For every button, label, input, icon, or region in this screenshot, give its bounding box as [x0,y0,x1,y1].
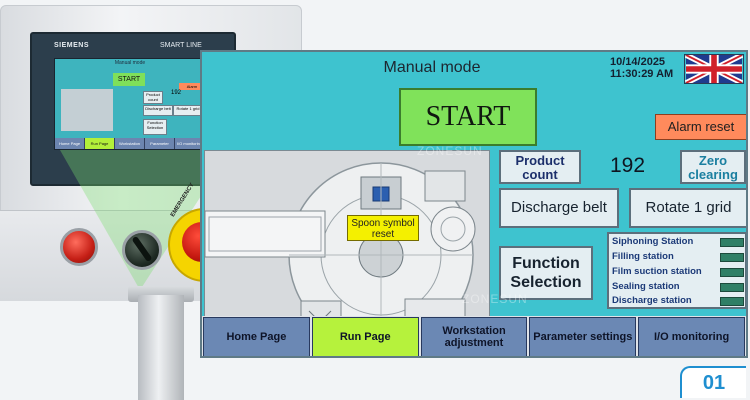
nav-workstation-adjustment[interactable]: Workstation adjustment [420,317,528,356]
alarm-reset-button[interactable]: Alarm reset [655,114,746,140]
station-status-panel: Siphoning Station Filling station Film s… [607,232,746,309]
nav-io-monitoring[interactable]: I/O monitoring [638,317,745,356]
mini-rotate-grid: Rotate 1 grid [173,105,203,116]
mounting-pole [138,295,184,400]
mini-nav-item: Parameter settings [145,138,175,149]
watermark: ZONESUN [462,292,528,306]
station-indicator [720,297,744,306]
time-display: 11:30:29 AM [610,68,674,80]
nav-run-page[interactable]: Run Page [311,317,419,356]
product-count-value: 192 [610,154,646,177]
screen-title: Manual mode [383,59,481,76]
selector-switch-knob [122,230,162,270]
station-row: Filling station [612,251,744,265]
mini-product-count: Product count [143,91,163,104]
mini-function-selection: Function Selection [143,119,167,135]
hmi-screen: Manual mode 10/14/2025 11:30:29 AM START… [200,50,748,358]
station-indicator [720,238,744,247]
rotate-grid-button[interactable]: Rotate 1 grid [629,188,746,228]
mini-machine-image [61,89,113,131]
mini-nav: Home Page Run Page Workstation adjustmen… [55,138,205,149]
bottom-nav: Home Page Run Page Workstation adjustmen… [202,316,746,356]
mini-nav-item: Workstation adjustment [115,138,145,149]
station-row: Discharge station [612,295,744,309]
mini-start-button: START [113,73,145,86]
station-row: Siphoning Station [612,236,744,250]
page-number-badge: 01 [680,366,746,398]
station-label: Filling station [612,251,674,262]
station-indicator [720,283,744,292]
mini-alarm-button: Alarm [179,83,205,90]
mini-count-value: 192 [170,90,181,96]
station-indicator [720,268,744,277]
mini-hmi-screen: Manual mode START Alarm Product count 19… [54,58,206,150]
watermark: ZONESUN [417,144,483,158]
mini-title: Manual mode [114,60,146,66]
nav-parameter-settings[interactable]: Parameter settings [529,317,637,356]
hmi-titlebar: Manual mode 10/14/2025 11:30:29 AM [202,52,746,84]
start-button[interactable]: START [399,88,537,146]
mini-discharge-belt: Discharge belt [143,105,173,116]
zero-clearing-button[interactable]: Zero clearing [680,150,746,184]
mini-nav-item: Home Page [55,138,85,149]
station-row: Sealing station [612,281,744,295]
station-label: Siphoning Station [612,236,694,247]
nav-home-page[interactable]: Home Page [203,317,310,356]
red-indicator-knob [60,228,98,266]
spoon-symbol-reset-button[interactable]: Spoon symbol reset [347,215,419,241]
station-label: Discharge station [612,295,692,306]
discharge-belt-button[interactable]: Discharge belt [499,188,619,228]
model-label: SMART LINE [160,42,202,49]
product-count-label: Product count [499,150,581,184]
date-display: 10/14/2025 [610,56,666,68]
station-indicator [720,253,744,262]
function-selection-button[interactable]: Function Selection [499,246,593,300]
mini-nav-item: Run Page [85,138,115,149]
station-row: Film suction station [612,266,744,280]
station-label: Sealing station [612,281,680,292]
uk-flag-icon[interactable] [684,54,744,84]
brand-label: SIEMENS [54,42,90,49]
station-label: Film suction station [612,266,702,277]
